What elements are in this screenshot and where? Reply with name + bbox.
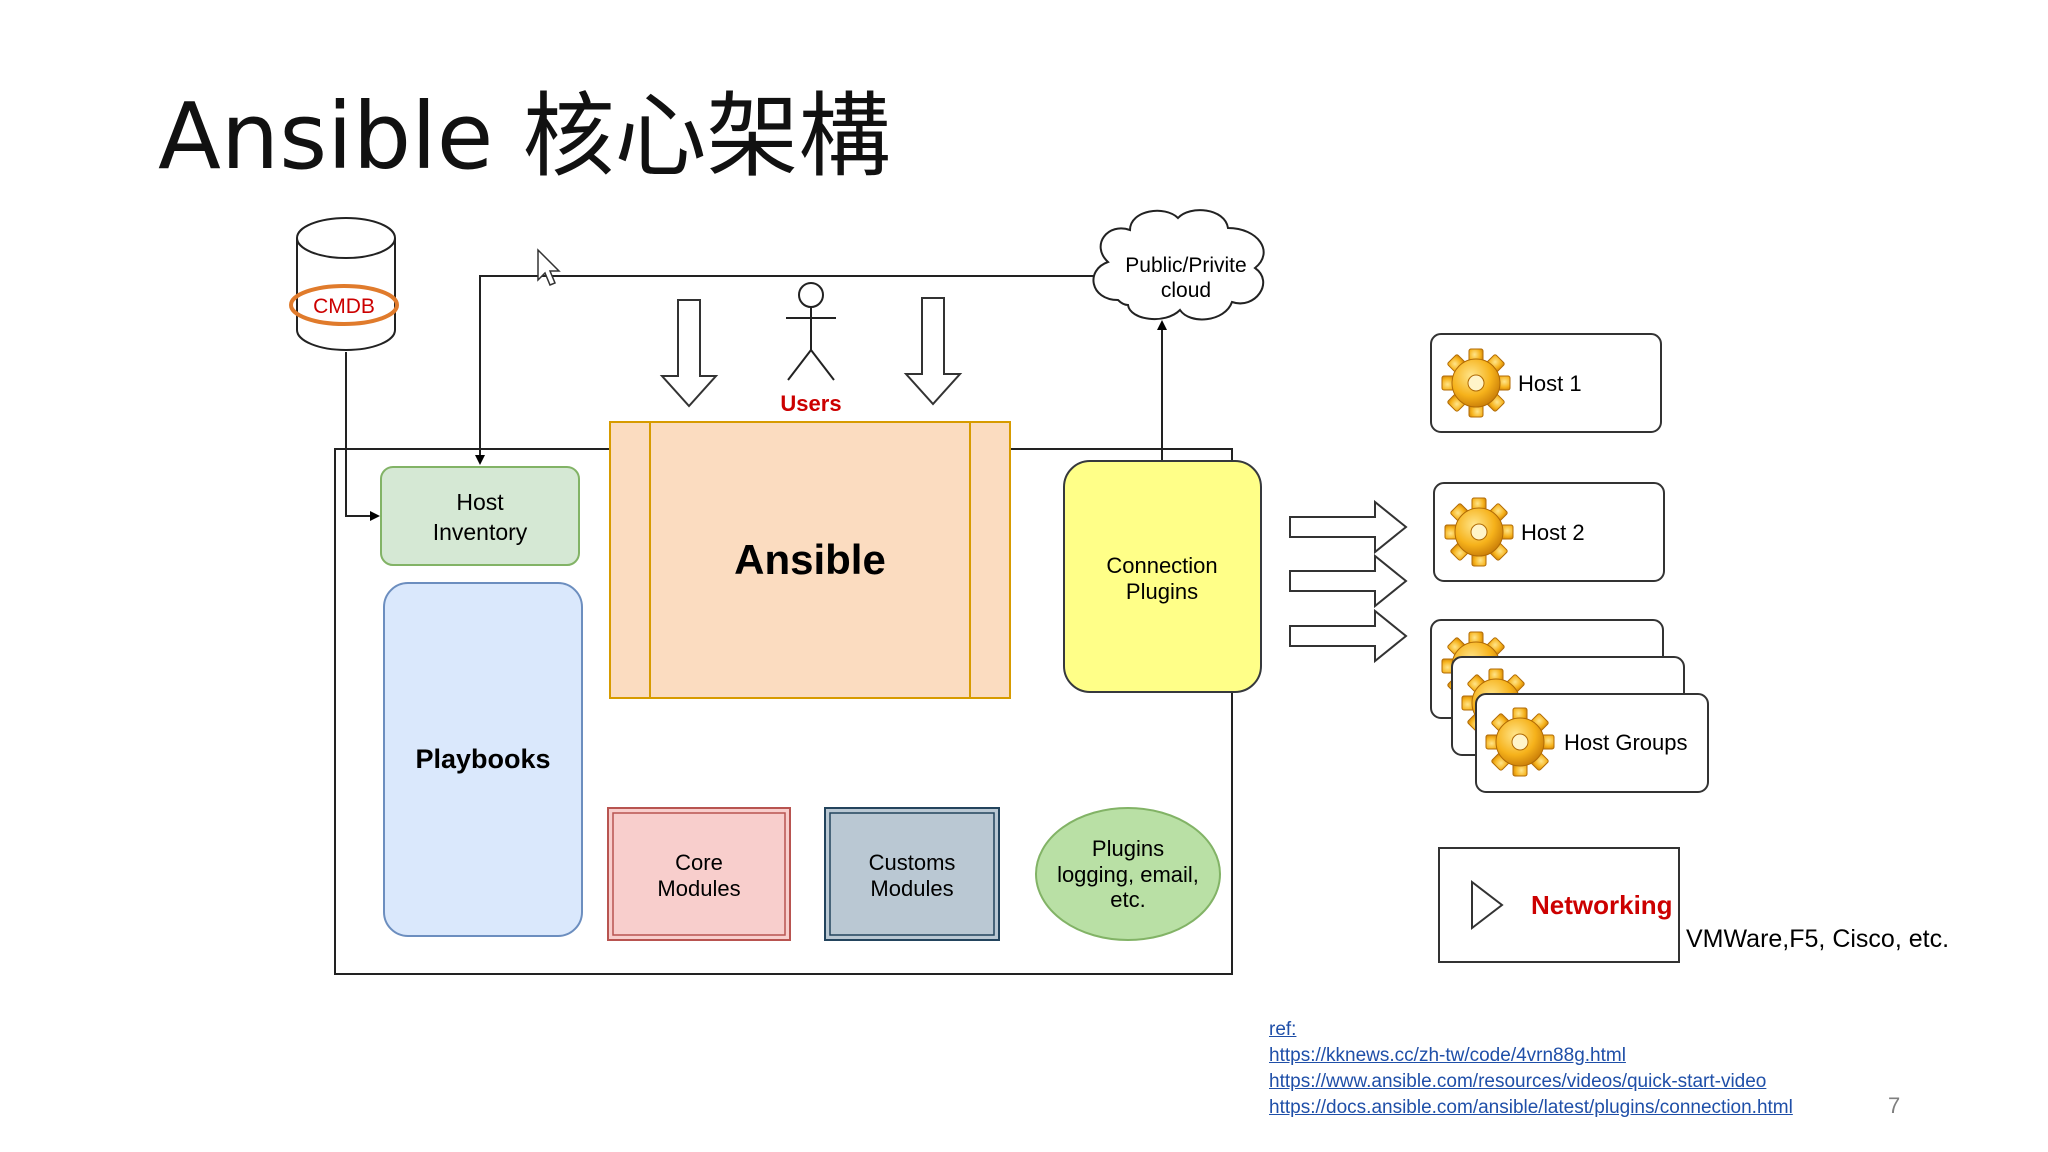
reference-link-3[interactable]: https://docs.ansible.com/ansible/latest/… <box>1269 1097 1793 1118</box>
plugins-line3: etc. <box>1110 887 1145 912</box>
cloud-to-inventory-connector <box>475 275 1101 465</box>
customs-modules-line1: Customs <box>869 850 956 875</box>
host2-box <box>1433 482 1665 582</box>
connection-plugins-line2: Plugins <box>1126 579 1198 604</box>
core-modules-line1: Core <box>675 850 723 875</box>
plugins-ellipse <box>1035 807 1221 941</box>
reference-link-2[interactable]: https://www.ansible.com/resources/videos… <box>1269 1071 1767 1092</box>
host1-label: Host 1 <box>1518 371 1582 396</box>
networking-label: Networking <box>1531 890 1673 920</box>
cloud-icon <box>1092 209 1265 321</box>
cloud-label-line1: Public/Privite <box>1125 254 1246 277</box>
ansible-label: Ansible <box>734 536 886 583</box>
ansible-core-box <box>609 421 1011 699</box>
core-modules-line2: Modules <box>657 876 740 901</box>
plugins-line1: Plugins <box>1092 836 1164 861</box>
slide-title: Ansible 核心架構 <box>158 83 891 190</box>
page-number: 7 <box>1888 1093 1901 1118</box>
networking-note: VMWare,F5, Cisco, etc. <box>1686 925 1949 953</box>
connection-plugins-line1: Connection <box>1106 553 1217 578</box>
user-stick-figure-icon <box>786 282 836 381</box>
cursor-icon <box>537 248 561 286</box>
connection-arrow-2 <box>1289 553 1408 609</box>
cmdb-to-inventory-connector <box>345 352 380 521</box>
cmdb-highlight-ring <box>289 284 399 326</box>
connection-plugins-box <box>1063 460 1262 693</box>
gear-icon <box>1444 497 1514 567</box>
gear-icon <box>1441 348 1511 418</box>
play-triangle-icon <box>1471 879 1504 931</box>
host-inventory-line2: Inventory <box>433 519 528 545</box>
host1-box <box>1430 333 1662 433</box>
cmdb-label: CMDB <box>313 295 375 318</box>
connection-arrow-3 <box>1289 608 1408 664</box>
users-label: Users <box>780 391 841 416</box>
host-inventory-box <box>380 466 580 566</box>
plugins-line2: logging, email, <box>1057 862 1199 887</box>
host-inventory-line1: Host <box>456 489 504 515</box>
user-input-arrow-right <box>903 297 963 406</box>
playbooks-label: Playbooks <box>415 744 550 774</box>
core-modules-box <box>607 807 791 941</box>
connection-arrow-1 <box>1289 499 1408 555</box>
cmdb-cylinder-icon <box>289 217 399 351</box>
playbooks-box <box>383 582 583 937</box>
cloud-label-line2: cloud <box>1161 279 1211 302</box>
customs-modules-box <box>824 807 1000 941</box>
gear-icon <box>1485 707 1555 777</box>
reference-label[interactable]: ref: <box>1269 1019 1297 1040</box>
host2-label: Host 2 <box>1521 520 1585 545</box>
host-groups-label: Host Groups <box>1564 730 1688 755</box>
reference-link-1[interactable]: https://kknews.cc/zh-tw/code/4vrn88g.htm… <box>1269 1045 1626 1066</box>
user-input-arrow-left <box>659 299 719 408</box>
customs-modules-line2: Modules <box>870 876 953 901</box>
